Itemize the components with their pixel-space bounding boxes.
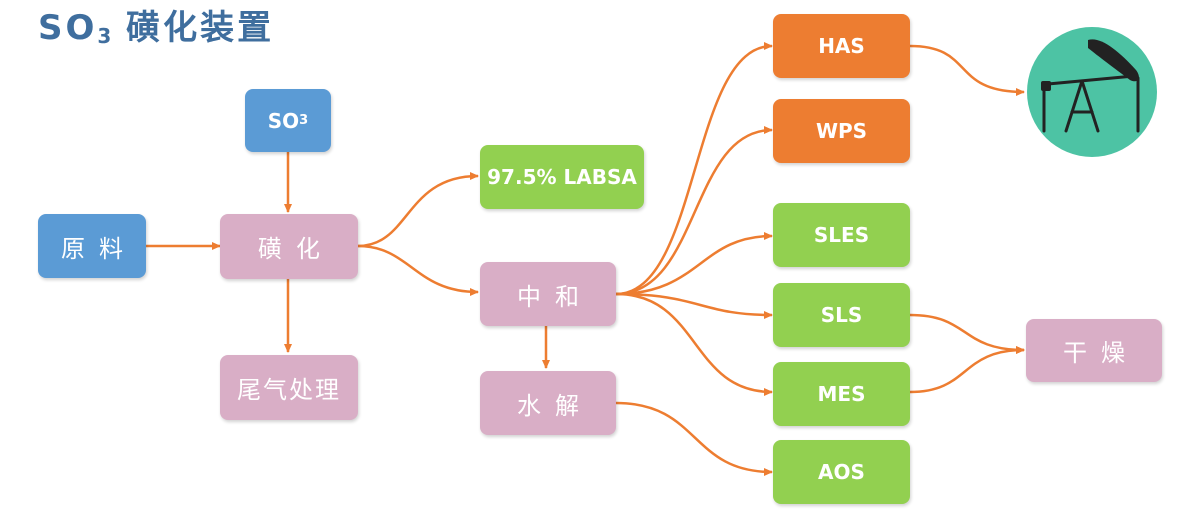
node-hydrolysis: 水解 [480, 371, 616, 435]
arrow-mes-to-dry [909, 346, 1025, 394]
node-has: HAS [773, 14, 910, 78]
node-labsa: 97.5% LABSA [480, 145, 644, 209]
arrow-has-to-oil [909, 44, 1025, 96]
arrow-sulfonation-to-labsa [357, 172, 479, 248]
arrow-neutralize-to-mes [615, 292, 773, 396]
arrow-hydrolysis-to-aos [615, 401, 773, 476]
node-sles: SLES [773, 203, 910, 267]
arrow-neutralize-to-has [615, 42, 773, 296]
node-raw-material: 原料 [38, 214, 146, 278]
node-sls: SLS [773, 283, 910, 347]
oil-pumpjack-icon [1027, 27, 1157, 157]
arrow-sulfonation-to-neutralize [357, 244, 479, 296]
arrow-neutralize-to-wps [615, 126, 773, 296]
node-sulfonation: 磺化 [220, 214, 358, 279]
node-mes: MES [773, 362, 910, 426]
arrow-neutralize-to-sles [615, 232, 773, 296]
page-title: SO3 磺化装置 [38, 8, 275, 48]
node-tail-gas: 尾气处理 [220, 355, 358, 420]
arrow-neutralize-to-sls [615, 292, 773, 319]
node-dry: 干燥 [1026, 319, 1162, 382]
node-aos: AOS [773, 440, 910, 504]
node-wps: WPS [773, 99, 910, 163]
arrow-sls-to-dry [909, 313, 1025, 354]
node-neutralize: 中和 [480, 262, 616, 326]
